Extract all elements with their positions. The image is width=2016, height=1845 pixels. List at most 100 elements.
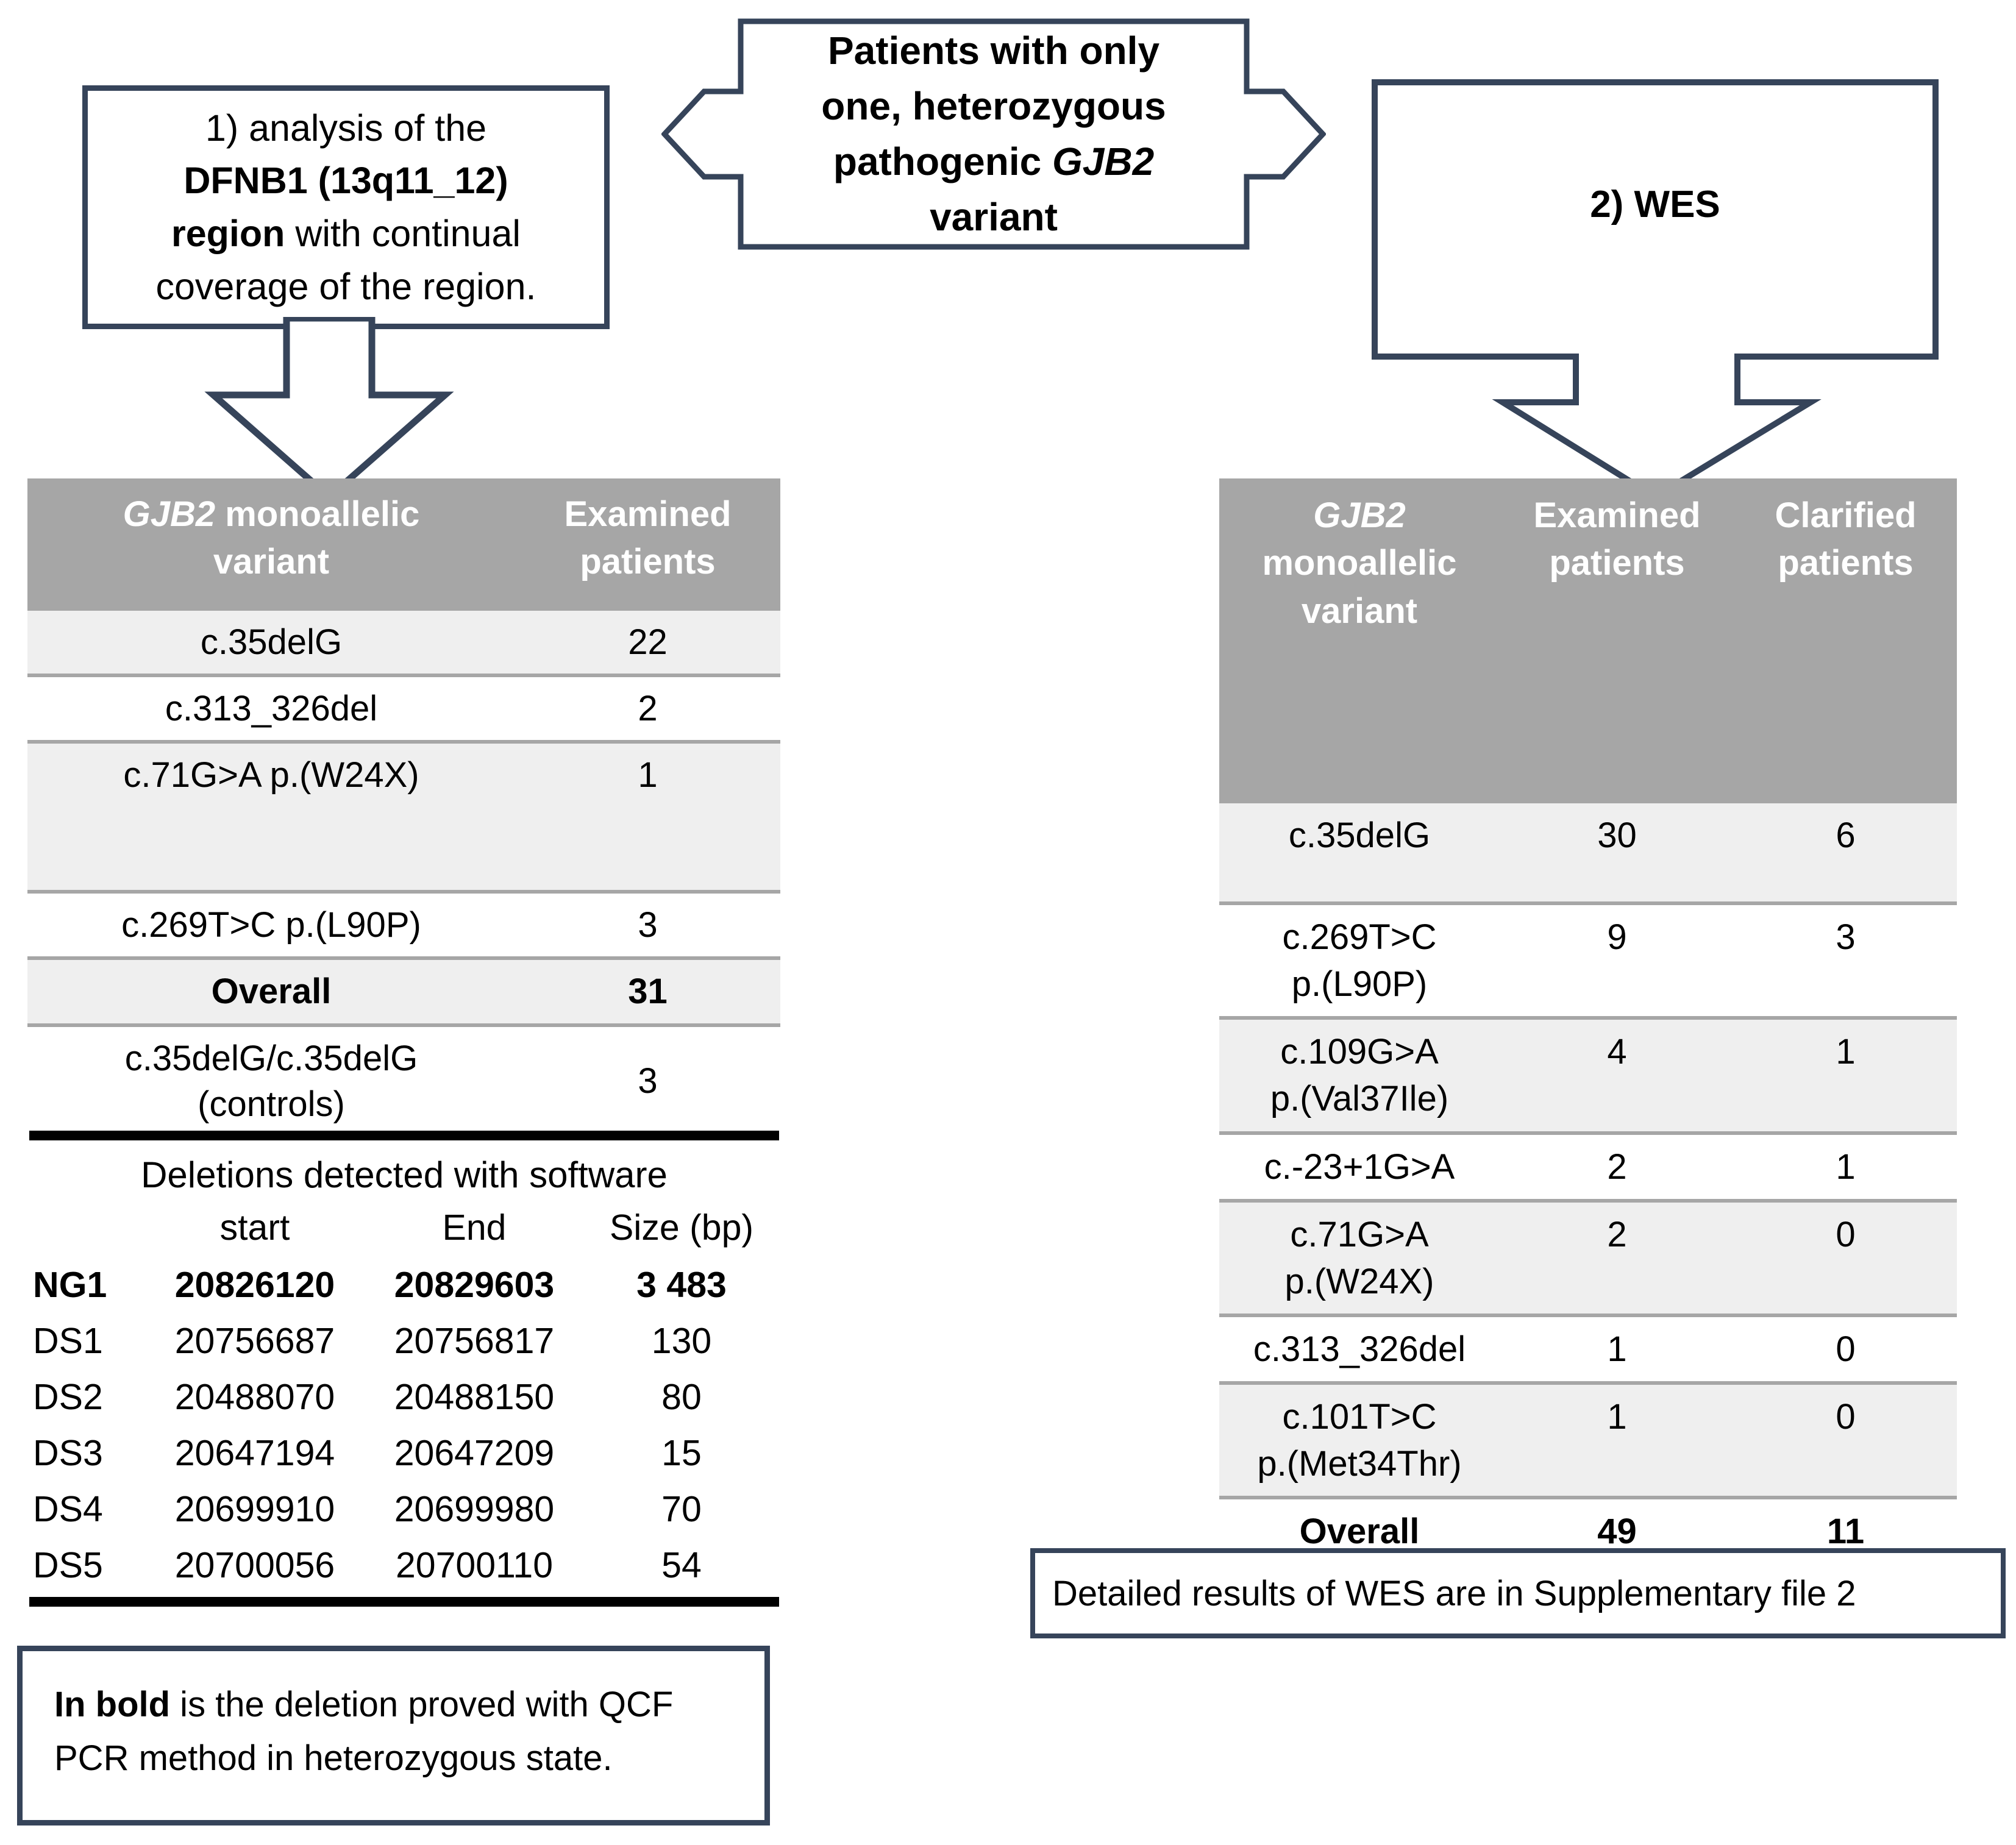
- cell-variant-line1: c.35delG: [1288, 815, 1431, 855]
- table-row: c.269T>C p.(L90P) 3: [27, 889, 780, 959]
- deletions-header-end: End: [442, 1207, 507, 1248]
- criteria-line-3: pathogenic GJB2: [821, 134, 1166, 190]
- table-row: c.35delG 30 6: [1219, 799, 1957, 904]
- cell-variant-line2: p.(L90P): [1291, 964, 1428, 1004]
- patients-criteria-text: Patients with only one, heterozygous pat…: [741, 18, 1247, 250]
- table-row: c.269T>C p.(L90P) 9 3: [1219, 901, 1957, 1018]
- deletions-header-start: start: [219, 1207, 290, 1248]
- cell-variant: c.35delG: [1219, 799, 1500, 904]
- cell-size: 80: [661, 1377, 702, 1417]
- gene-name-gjb2: GJB2: [1052, 140, 1155, 183]
- criteria-line-3-pre: pathogenic: [833, 140, 1052, 183]
- dfnb1-region-word: region: [171, 213, 285, 254]
- cell-size: 3 483: [636, 1265, 727, 1305]
- cell-start: 20488070: [174, 1377, 335, 1417]
- table-row-controls: c.35delG/c.35delG (controls) 3: [27, 1023, 780, 1146]
- cell-deletion-id: DS4: [33, 1489, 103, 1529]
- cell-variant-line1: c.313_326del: [1253, 1329, 1466, 1369]
- cell-examined: 3: [515, 889, 780, 959]
- cell-end: 20699980: [394, 1489, 555, 1529]
- cell-examined: 1: [515, 740, 780, 892]
- cell-start: 20700056: [174, 1545, 335, 1585]
- dfnb1-line-3: region with continual: [156, 207, 536, 260]
- cell-variant-line2: p.(W24X): [1284, 1261, 1434, 1301]
- cell-variant-line1: c.71G>A: [1290, 1214, 1429, 1254]
- cell-variant: c.313_326del: [1219, 1313, 1500, 1384]
- dfnb1-region-label: DFNB1 (13q11_12): [183, 160, 508, 202]
- cell-start: 20826120: [174, 1265, 335, 1305]
- cell-deletion-id: NG1: [33, 1265, 107, 1305]
- criteria-line-1: Patients with only: [827, 29, 1160, 73]
- cell-examined: 2: [1500, 1198, 1734, 1315]
- cell-variant-line1: c.269T>C: [1282, 917, 1437, 958]
- cell-clarified: 1: [1734, 1016, 1957, 1133]
- dfnb1-results-table: GJB2 monoallelic variant Examined patien…: [27, 478, 780, 1146]
- cell-variant-line1: c.109G>A: [1280, 1032, 1439, 1072]
- cell-variant: c.71G>A p.(W24X): [27, 740, 515, 892]
- dfnb1-line-3-rest: with continual: [285, 213, 521, 254]
- header-variant-line2: monoallelic: [1262, 543, 1457, 583]
- cell-variant: c.101T>C p.(Met34Thr): [1219, 1381, 1500, 1498]
- cell-start: 20699910: [174, 1489, 335, 1529]
- cell-examined: 1: [1500, 1313, 1734, 1384]
- cell-variant-line1: c.101T>C: [1282, 1397, 1437, 1437]
- deletions-row: DS1 20756687 20756817 130: [29, 1313, 779, 1369]
- cell-deletion-id: DS1: [33, 1321, 103, 1361]
- cell-examined: 2: [1500, 1131, 1734, 1201]
- note-rest: is the deletion proved with QCF PCR meth…: [54, 1685, 674, 1779]
- note-lead: In bold: [54, 1685, 171, 1724]
- header-clarified-line1: Clarified: [1775, 496, 1917, 535]
- left-down-arrow: [201, 317, 457, 500]
- table-row-overall: Overall 31: [27, 956, 780, 1025]
- cell-variant-line2: p.(Val37Ile): [1270, 1079, 1449, 1119]
- cell-end: 20488150: [394, 1377, 555, 1417]
- header-examined-line1: Examined: [1533, 496, 1701, 535]
- cell-examined: 22: [515, 606, 780, 675]
- header-clarified-patients: Clarified patients: [1734, 478, 1957, 802]
- cell-variant: c.109G>A p.(Val37Ile): [1219, 1016, 1500, 1133]
- bottom-rule: [29, 1597, 779, 1607]
- table-header-row: GJB2 monoallelic variant Examined patien…: [27, 478, 780, 609]
- cell-size: 70: [661, 1489, 702, 1529]
- table-row: c.313_326del 1 0: [1219, 1313, 1957, 1384]
- cell-examined: 1: [1500, 1381, 1734, 1498]
- header-variant-rest: monoallelic: [215, 494, 420, 534]
- deletions-table: start End Size (bp) NG1 20826120 2082960…: [29, 1202, 779, 1593]
- header-variant: GJB2 monoallelic variant: [1219, 478, 1500, 802]
- gene-name-gjb2: GJB2: [1313, 496, 1406, 535]
- cell-clarified: 3: [1734, 901, 1957, 1018]
- cell-examined: 2: [515, 673, 780, 742]
- deletions-row: DS5 20700056 20700110 54: [29, 1537, 779, 1593]
- deletions-header-size: Size (bp): [609, 1207, 754, 1248]
- cell-end: 20829603: [394, 1265, 555, 1305]
- cell-deletion-id: DS3: [33, 1433, 103, 1473]
- top-rule: [29, 1131, 779, 1140]
- header-variant: GJB2 monoallelic variant: [27, 478, 515, 609]
- cell-variant: c.269T>C p.(L90P): [27, 889, 515, 959]
- cell-size: 15: [661, 1433, 702, 1473]
- dfnb1-analysis-box: 1) analysis of the DFNB1 (13q11_12) regi…: [82, 85, 610, 329]
- cell-deletion-id: DS5: [33, 1545, 103, 1585]
- cell-variant: c.71G>A p.(W24X): [1219, 1198, 1500, 1315]
- cell-overall-label: Overall: [27, 956, 515, 1025]
- cell-examined: 9: [1500, 901, 1734, 1018]
- deletions-table-block: Deletions detected with software start E…: [29, 1131, 779, 1607]
- cell-variant-line2: (controls): [198, 1084, 345, 1124]
- table-row: c.35delG 22: [27, 606, 780, 675]
- cell-start: 20647194: [174, 1433, 335, 1473]
- deletions-row: DS3 20647194 20647209 15: [29, 1425, 779, 1481]
- cell-size: 130: [651, 1321, 712, 1361]
- cell-end: 20700110: [395, 1545, 554, 1585]
- table-row: c.313_326del 2: [27, 673, 780, 742]
- header-examined-line1: Examined: [564, 494, 732, 534]
- gene-name-gjb2: GJB2: [123, 494, 216, 534]
- cell-variant: c.35delG: [27, 606, 515, 675]
- patients-criteria-arrow-box: Patients with only one, heterozygous pat…: [661, 18, 1326, 250]
- dfnb1-analysis-text: 1) analysis of the DFNB1 (13q11_12) regi…: [145, 102, 547, 313]
- deletions-header-blank: [29, 1202, 145, 1257]
- deletions-row: DS4 20699910 20699980 70: [29, 1481, 779, 1537]
- wes-note-text: Detailed results of WES are in Supplemen…: [1052, 1573, 1856, 1613]
- criteria-line-2: one, heterozygous: [821, 84, 1166, 129]
- cell-overall-examined: 31: [515, 956, 780, 1025]
- header-examined-patients: Examined patients: [515, 478, 780, 609]
